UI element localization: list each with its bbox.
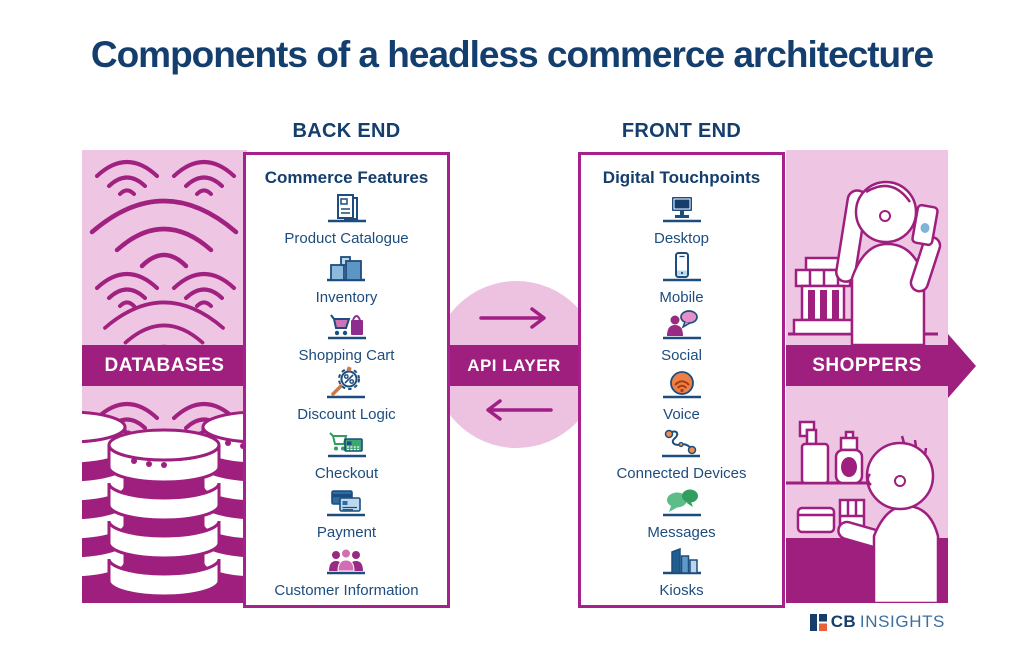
back-end-header: BACK END [292,120,401,142]
digital-touchpoints-title: Digital Touchpoints [602,168,761,187]
touchpoint-item-messages: Messages [647,484,716,541]
feature-label: Customer Information [274,582,419,600]
shopping-cart-icon [324,307,370,346]
touchpoint-label: Messages [647,523,716,541]
page-title: Components of a headless commerce archit… [90,34,934,75]
touchpoint-item-mobile: Mobile [659,249,705,306]
front-end-header: FRONT END [621,120,742,142]
touchpoint-item-desktop: Desktop [654,190,709,247]
feature-item-customer-information: Customer Information [274,542,419,600]
feature-item-checkout: Checkout [315,425,378,482]
digital-touchpoints-list: Desktop Mobile Social [581,188,782,605]
feature-item-product-catalogue: Product Catalogue [284,190,409,247]
databases-band: DATABASES [82,345,247,386]
touchpoint-item-kiosks: Kiosks [659,542,705,599]
mobile-icon [659,249,705,288]
feature-label: Product Catalogue [284,229,409,247]
product-catalogue-icon [324,190,370,229]
social-icon [659,307,705,346]
feature-label: Discount Logic [297,406,396,423]
customer-information-icon [323,542,369,581]
touchpoint-label: Social [661,347,702,365]
feature-label: Checkout [314,464,379,482]
inventory-icon [323,249,369,288]
commerce-features-list: Product Catalogue Inventory Shoppi [246,188,447,605]
discount-logic-icon [323,366,369,405]
logo-cb-text: CB [830,612,856,631]
touchpoint-label: Desktop [653,229,710,247]
shoppers-band: SHOPPERS [786,333,976,398]
commerce-features-title: Commerce Features [264,168,429,187]
digital-touchpoints-box: Digital Touchpoints Desktop Mobile [578,152,785,608]
logo-insights-text: INSIGHTS [859,612,945,631]
connected-devices-icon [658,425,704,464]
touchpoint-item-voice: Voice [659,366,705,423]
feature-label: Shopping Cart [298,347,395,365]
touchpoint-label: Connected Devices [616,464,747,482]
touchpoint-label: Kiosks [659,582,704,600]
feature-item-shopping-cart: Shopping Cart [298,307,395,365]
kiosks-icon [659,542,705,581]
api-flow-arrows [479,307,553,421]
touchpoint-item-connected-devices: Connected Devices [616,425,747,482]
feature-label: Payment [316,523,377,541]
shopper-with-phone-illustration [788,180,942,345]
shopper-at-shelf-illustration [786,420,948,603]
feature-item-inventory: Inventory [315,249,378,306]
touchpoint-item-social: Social [659,307,705,364]
touchpoint-label: Mobile [659,288,704,306]
feature-item-discount-logic: Discount Logic [297,366,396,423]
touchpoint-label: Voice [663,406,700,423]
cb-insights-logo-mark [809,613,827,631]
feature-label: Inventory [315,288,378,306]
feature-item-payment: Payment [317,484,376,541]
cb-insights-logo: CB INSIGHTS [809,612,945,632]
desktop-icon [659,190,705,229]
payment-icon [323,484,369,523]
api-layer-band: API LAYER [448,345,580,386]
voice-icon [659,366,705,405]
commerce-features-box: Commerce Features Product Catalogue [243,152,450,608]
checkout-icon [324,425,370,464]
database-signals-illustration [82,160,247,603]
messages-icon [659,484,705,523]
